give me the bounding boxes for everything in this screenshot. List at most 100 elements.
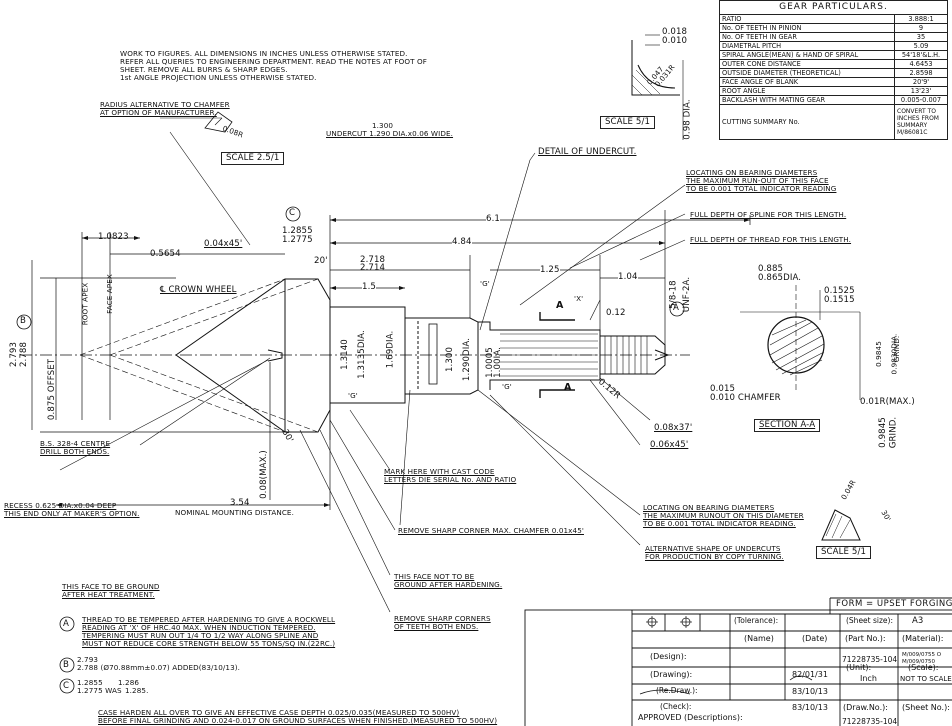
dim-g: 'G' xyxy=(502,382,512,391)
tolerance-label: (Tolerance): xyxy=(734,616,779,625)
dim-0-08x37: 0.08x37' xyxy=(654,423,693,433)
draw-no-value: 71228735-104 xyxy=(842,717,898,726)
remove-corners-note: REMOVE SHARP CORNERS xyxy=(394,614,491,623)
sheet-no-label: (Sheet No.): xyxy=(902,703,950,712)
gear-value: 2.8598 xyxy=(894,68,948,78)
not-ground-note: GROUND AFTER HARDENING. xyxy=(394,580,503,589)
mark-here-note: MARK HERE WITH CAST CODE xyxy=(384,467,495,476)
locating-note-bottom: LOCATING ON BEARING DIAMETERS xyxy=(643,503,775,512)
gear-param: OUTER CONE DISTANCE xyxy=(719,59,895,69)
radius-alt-note: RADIUS ALTERNATIVE TO CHAMFER xyxy=(100,100,230,109)
undercut-detail-top xyxy=(631,34,684,140)
note-b-marker: B xyxy=(63,660,69,670)
cutting-line: INCHES FROM xyxy=(897,115,939,122)
dim-6-1: 6.1 xyxy=(486,214,500,224)
material-label: (Material): xyxy=(902,634,944,643)
full-spline-note: FULL DEPTH OF SPLINE FOR THIS LENGTH. xyxy=(690,210,847,219)
dim-098-dia: 0.98 DIA. xyxy=(682,99,693,140)
dim-1-290: 1.290DIA. xyxy=(462,337,473,382)
dim-2-793: 2.793 xyxy=(9,341,20,368)
general-note-line: REFER ALL QUERIES TO ENGINEERING DEPARTM… xyxy=(120,57,428,66)
scale-label: SCALE 5/1 xyxy=(600,116,656,129)
dim-0018: 0.018 xyxy=(662,27,688,37)
cutting-line: SUMMARY xyxy=(897,122,928,129)
dim-x: 'X' xyxy=(574,294,584,303)
drawing-label: (Drawing): xyxy=(650,670,693,679)
dim-grind: GRIND. xyxy=(892,335,902,363)
dim-0-5654: 0.5654 xyxy=(150,249,181,259)
title-block-frame xyxy=(524,597,952,726)
mounting-note: NOMINAL MOUNTING DISTANCE. xyxy=(175,508,294,517)
crown-wheel-label: ℄ CROWN WHEEL xyxy=(160,285,237,295)
note-b-line: 2.788 (Ø70.88mm±0.07) ADDED(83/10/13). xyxy=(77,663,241,672)
unit-value: Inch xyxy=(860,674,877,683)
dim-0-1525: 0.1525 xyxy=(824,286,855,296)
note-a-marker: A xyxy=(63,619,69,629)
check-date: 83/10/13 xyxy=(792,703,828,712)
material-value: M/009/0755 O xyxy=(902,652,942,658)
dim-0-1515: 0.1515 xyxy=(824,295,855,305)
note-c-marker: C xyxy=(63,681,70,691)
note-c-line: 1.2775 WAS xyxy=(77,686,122,695)
redraw-label: (Re.Draw.): xyxy=(656,686,698,695)
approved-label: APPROVED xyxy=(638,713,682,722)
dim-g: 'G' xyxy=(480,279,490,288)
gear-param: No. OF TEETH IN PINION xyxy=(719,23,895,33)
scale-value: NOT TO SCALE xyxy=(900,675,952,683)
label-a: A xyxy=(673,303,679,313)
detail-undercut-label: DETAIL OF UNDERCUT. xyxy=(538,147,637,157)
gear-cone-outline xyxy=(175,278,331,433)
note-a-line: THREAD TO BE TEMPERED AFTER HARDENING TO… xyxy=(82,615,336,624)
offset-label: 0.875 OFFSET xyxy=(47,358,58,421)
dim-angle-20: 20' xyxy=(314,256,328,266)
gear-value: 9 xyxy=(894,23,948,33)
note-c-line: 1.2855 xyxy=(77,678,103,687)
dim-2-788: 2.788 xyxy=(19,341,30,368)
dim-0-12: 0.12 xyxy=(606,308,626,318)
date-header: (Date) xyxy=(802,634,828,643)
gear-param: SPIRAL ANGLE(MEAN) & HAND OF SPIRAL xyxy=(719,50,895,60)
draw-no-label: (Draw.No.): xyxy=(843,703,888,712)
sheet-size-value: A3 xyxy=(912,616,924,626)
redraw-date: 83/10/13 xyxy=(792,687,828,696)
note-c-line: 1.285. xyxy=(125,686,149,695)
gear-value: 54'18'&L.H. xyxy=(894,50,948,60)
dim-chamfer-0-04: 0.04x45' xyxy=(204,239,243,249)
undercut-note: UNDERCUT 1.290 DIA.x0.06 WIDE. xyxy=(326,129,454,138)
root-apex: ROOT APEX xyxy=(80,282,90,326)
chamfer-dim: 0.015 xyxy=(710,384,736,394)
gear-value: 0.005-0.007 xyxy=(894,95,948,105)
gear-value: 35 xyxy=(894,32,948,42)
gear-value: 5.09 xyxy=(894,41,948,51)
scale-label: SCALE 2.5/1 xyxy=(221,152,285,165)
dim-grind: GRIND. xyxy=(888,416,899,449)
locating-note-top: LOCATING ON BEARING DIAMETERS xyxy=(686,168,818,177)
remove-corners-note: OF TEETH BOTH ENDS. xyxy=(394,622,479,631)
part-no-label: (Part No.): xyxy=(845,634,886,643)
table-row: CUTTING SUMMARY No. CONVERT TO INCHES FR… xyxy=(719,104,948,140)
note-a-line: READING AT 'X' OF HRC.40 MAX. WHEN INDUC… xyxy=(82,623,316,632)
cutting-summary-label: CUTTING SUMMARY No. xyxy=(719,104,895,140)
note-c-line: 1.286 xyxy=(118,678,140,687)
note-a-line: TEMPERING MUST RUN OUT 1/4 TO 1/2 WAY AL… xyxy=(82,631,319,640)
locating-note-bottom: THE MAXIMUM RUNOUT ON THIS DIAMETER xyxy=(643,511,804,520)
gear-param: RATIO xyxy=(719,14,895,24)
case-harden-note: BEFORE FINAL GRINDING AND 0.024-0.017 ON… xyxy=(98,716,498,725)
locating-note-top: TO BE 0.001 TOTAL INDICATOR READING xyxy=(686,184,837,193)
dim-1-300: 1.300 xyxy=(445,346,456,373)
sheet-size-label: (Sheet size): xyxy=(846,616,893,625)
cutting-line: CONVERT TO xyxy=(897,108,936,115)
dim-1-5: 1.5 xyxy=(362,282,376,292)
dim-0-9845b: 0.9845 xyxy=(877,417,888,448)
part-no-value: 71228735-104 xyxy=(842,655,898,664)
form-label: FORM = UPSET FORGING xyxy=(836,599,952,609)
scale-label-tb: (Scale): xyxy=(908,663,939,672)
